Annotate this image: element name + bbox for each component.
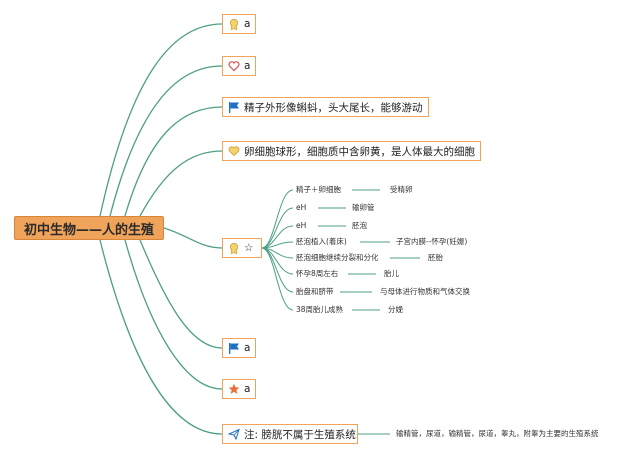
branch-node[interactable]: 精子外形像蝌蚪，头大尾长，能够游动 [222, 97, 429, 117]
branch-label: 精子外形像蝌蚪，头大尾长，能够游动 [244, 101, 423, 114]
branch-node[interactable]: a [222, 338, 257, 358]
blue-flag-icon [228, 101, 240, 113]
sub-item-right: 输卵管 [352, 203, 375, 212]
orange-star-icon [228, 383, 240, 395]
note-detail: 输精管，尿道，输精管，尿道，睾丸，附睾为主要的生殖系统 [396, 429, 599, 438]
root-topic[interactable]: 初中生物——人的生殖 [14, 216, 164, 240]
sub-item-left: 胚泡植入(着床) [296, 237, 347, 246]
branch-label: 注: 膀胱不属于生殖系统 [244, 428, 356, 441]
branch-node[interactable]: a [222, 379, 257, 399]
branch-node[interactable]: a [222, 56, 257, 76]
sub-item-left: 怀孕8周左右 [296, 269, 339, 278]
branch-label: ☆ [244, 242, 254, 254]
branch-node[interactable]: a [222, 14, 257, 34]
sub-item-right: 分娩 [388, 305, 403, 314]
sub-item-left: 胚泡细胞继续分裂和分化 [296, 253, 379, 262]
yellow-heart-icon [228, 145, 240, 157]
branch-label: a [244, 60, 251, 72]
sub-item-left: 38周胎儿成熟 [296, 305, 344, 314]
sub-item-right: 胎儿 [384, 269, 399, 278]
medal-icon [228, 18, 240, 30]
sub-item-left: eH [296, 203, 307, 212]
sub-item-right: 胚泡 [352, 221, 367, 230]
heart-icon [228, 60, 240, 72]
branch-label: a [244, 18, 251, 30]
sub-item-right: 与母体进行物质和气体交换 [380, 287, 470, 296]
paper-plane-icon [228, 428, 240, 440]
branch-label: 卵细胞球形，细胞质中含卵黄，是人体最大的细胞 [244, 145, 475, 158]
root-title: 初中生物——人的生殖 [23, 222, 154, 238]
sub-item-right: 胚胎 [428, 253, 443, 262]
sub-item-right: 子宫内膜--怀孕(妊娠) [396, 237, 468, 246]
sub-item-left: 精子＋卵细胞 [296, 185, 341, 194]
sub-item-left: eH [296, 221, 307, 230]
sub-item-left: 胎盘和脐带 [296, 287, 334, 296]
medal-icon [228, 242, 240, 254]
sub-item-right: 受精卵 [390, 185, 413, 194]
branch-node[interactable]: 注: 膀胱不属于生殖系统 [222, 424, 358, 444]
branch-label: a [244, 383, 251, 395]
branch-node[interactable]: ☆ [222, 238, 262, 258]
blue-flag-icon [228, 342, 240, 354]
branch-node[interactable]: 卵细胞球形，细胞质中含卵黄，是人体最大的细胞 [222, 141, 481, 161]
branch-label: a [244, 342, 251, 354]
